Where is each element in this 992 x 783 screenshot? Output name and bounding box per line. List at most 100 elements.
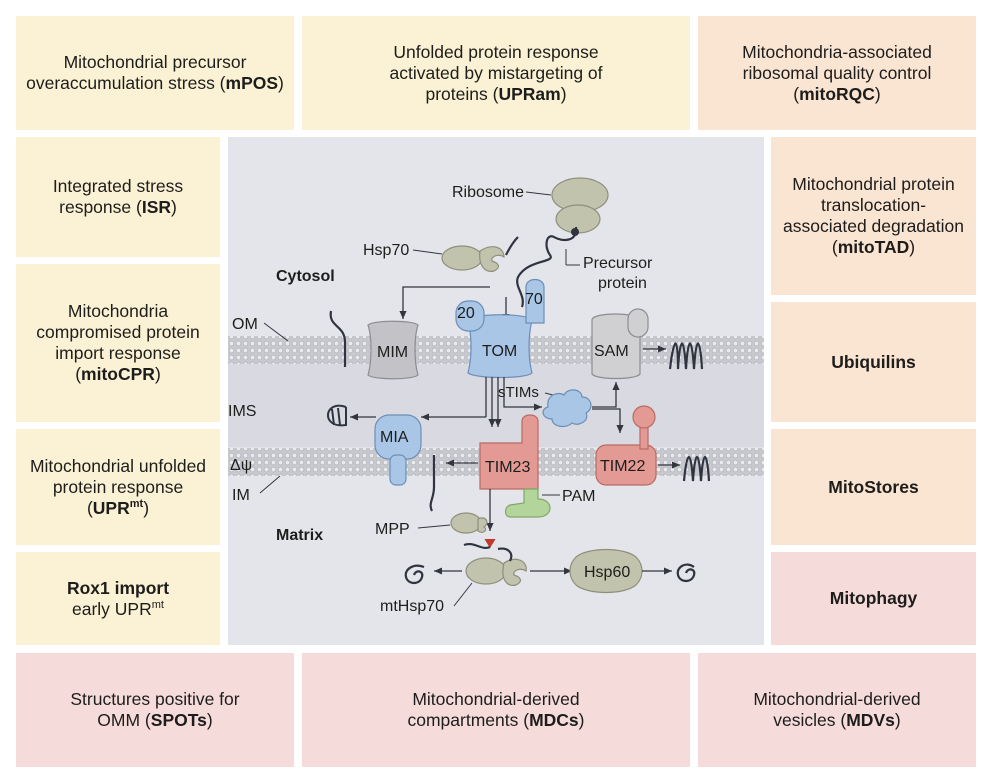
box-mdcs: Mitochondrial-derived compartments (MDCs… [302, 653, 690, 767]
box-isr-text: Integrated stress response ( [52, 176, 184, 217]
box-mdvs-abbr: MDVs [846, 710, 895, 730]
box-mitocpr-text: Mitochondria compromised protein import … [36, 301, 200, 384]
tom-label: TOM [482, 343, 517, 360]
box-isr-abbr: ISR [141, 197, 172, 217]
box-rox1-sup: mt [151, 598, 164, 611]
hsp70-icon [441, 245, 505, 272]
stims-icon [542, 389, 592, 428]
box-mdcs-text: Mitochondrial-derived compartments ( [407, 689, 580, 730]
presequence-fragment [463, 543, 491, 549]
box-mitostores-label: MitoStores [828, 476, 919, 497]
folded-protein-right [676, 563, 696, 583]
tim22-complex [595, 405, 657, 486]
box-mdcs-close: ) [578, 710, 585, 730]
tom-complex [455, 278, 545, 379]
stims-label: sTIMs [498, 384, 539, 401]
box-mitocpr-close: ) [154, 364, 161, 384]
pam-complex [504, 488, 551, 518]
box-isr-close: ) [171, 197, 177, 217]
box-uprmt-abbr: UPRmt [93, 498, 143, 518]
mthsp70-icon [465, 557, 527, 586]
box-rox1-sub: early UPR [72, 598, 152, 619]
box-upram: Unfolded protein response activated by m… [302, 16, 690, 130]
box-mpos-text: Mitochondrial precursor overaccumulation… [26, 52, 247, 93]
box-mitotad: Mitochondrial protein translocation-asso… [771, 137, 976, 295]
folded-protein-left [404, 564, 425, 585]
hsp60-icon [569, 548, 643, 594]
box-uprmt-abbr-text: UPR [92, 497, 130, 518]
ims-label: IMS [228, 403, 256, 420]
hsp70-label: Hsp70 [363, 242, 409, 259]
tim22-label: TIM22 [600, 458, 645, 475]
mthsp70-label: mtHsp70 [380, 598, 444, 615]
tom20-label: 20 [457, 305, 475, 322]
carrier-product [682, 456, 711, 482]
box-mitophagy: Mitophagy [771, 552, 976, 645]
im-substrate [429, 455, 436, 512]
box-uprmt-close: ) [143, 497, 150, 518]
im-label: IM [232, 487, 250, 504]
box-mdcs-abbr: MDCs [529, 710, 579, 730]
box-mitotad-abbr: mitoTAD [837, 237, 910, 257]
box-mdvs: Mitochondrial-derived vesicles (MDVs) [698, 653, 976, 767]
mia-substrate [327, 404, 347, 427]
ribosome-label: Ribosome [452, 184, 524, 201]
matrix-label: Matrix [276, 527, 323, 544]
box-spots-text: Structures positive for OMM ( [70, 689, 240, 730]
box-mitotad-close: ) [909, 237, 916, 257]
box-mdvs-text: Mitochondrial-derived vesicles ( [753, 689, 921, 730]
box-mitorqc: Mitochondria-associated ribosomal qualit… [698, 16, 976, 130]
pam-label: PAM [562, 488, 595, 505]
box-mpos-close: ) [278, 73, 284, 93]
mim-complex [367, 320, 419, 380]
mim-label: MIM [377, 344, 408, 361]
box-ubiquilins: Ubiquilins [771, 302, 976, 422]
om-label: OM [232, 316, 258, 333]
box-mitorqc-abbr: mitoRQC [799, 83, 875, 104]
box-upram-close: ) [560, 83, 567, 104]
import-pathway-diagram: Ribosome Hsp70 Precursor protein Cytosol… [228, 137, 764, 645]
tim23-complex [479, 414, 539, 490]
chain-start-dot [571, 228, 579, 236]
box-mitotad-text: Mitochondrial protein translocation-asso… [783, 174, 964, 257]
cytosol-label: Cytosol [276, 268, 335, 285]
box-isr: Integrated stress response (ISR) [16, 137, 220, 257]
box-spots-close: ) [206, 710, 213, 730]
tom70-label: 70 [525, 291, 543, 308]
sam-complex [591, 308, 649, 380]
precursor-label-1: Precursor [583, 255, 653, 272]
box-mdvs-close: ) [894, 710, 901, 730]
box-uprmt-text: Mitochondrial unfolded protein response … [29, 455, 207, 518]
box-upram-abbr: UPRam [498, 83, 561, 104]
precursor-label-2: protein [598, 275, 647, 292]
box-ubiquilins-label: Ubiquilins [831, 351, 916, 372]
box-uprmt-sup: mt [129, 497, 144, 510]
box-uprmt: Mitochondrial unfolded protein response … [16, 429, 220, 545]
sam-label: SAM [594, 343, 629, 360]
ribosome-icon [551, 177, 609, 234]
box-mitocpr: Mitochondria compromised protein import … [16, 264, 220, 422]
mia-label: MIA [380, 429, 409, 446]
hsp60-label: Hsp60 [584, 564, 630, 581]
box-upram-text: Unfolded protein response activated by m… [389, 41, 603, 104]
arrow-to-mim [399, 286, 490, 319]
arrow-tom-to-stims [503, 377, 542, 411]
box-rox1-title: Rox1 import [66, 577, 170, 598]
box-mitostores: MitoStores [771, 429, 976, 545]
mim-substrate [329, 310, 347, 367]
box-spots-abbr: SPOTs [150, 710, 207, 730]
delta-psi-label: Δψ [230, 457, 252, 474]
arrow-stims-to-sam [592, 382, 620, 408]
box-mpos-abbr: mPOS [225, 73, 279, 93]
mia-complex [374, 414, 422, 486]
precursor-chain [516, 226, 578, 308]
box-mpos: Mitochondrial precursor overaccumulation… [16, 16, 294, 130]
box-spots: Structures positive for OMM (SPOTs) [16, 653, 294, 767]
box-mitorqc-close: ) [874, 83, 881, 104]
mpp-icon [450, 512, 488, 534]
beta-barrel-product [668, 342, 704, 370]
mpp-label: MPP [375, 521, 410, 538]
box-mitorqc-text: Mitochondria-associated ribosomal qualit… [742, 41, 932, 104]
tim23-label: TIM23 [485, 459, 530, 476]
